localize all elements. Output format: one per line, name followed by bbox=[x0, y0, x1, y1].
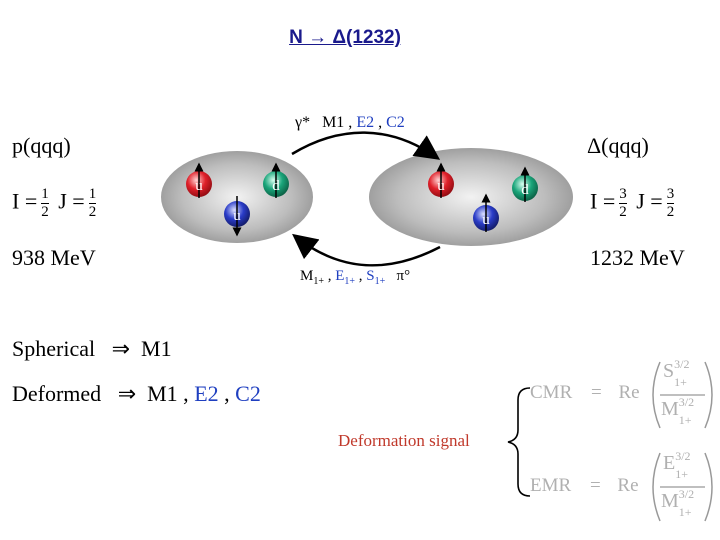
multipole-s1plus: S1+ bbox=[366, 268, 385, 284]
emr-label: EMR bbox=[530, 475, 571, 496]
denominator: 2 bbox=[667, 204, 675, 221]
implies-arrow: ⇒ bbox=[118, 381, 136, 406]
proton-state: p(qqq) bbox=[12, 133, 71, 159]
deformed-label: Deformed bbox=[12, 381, 101, 406]
emr-formula: EMR = Re bbox=[530, 475, 639, 497]
emr-paren-left bbox=[653, 453, 660, 521]
numerator: 3 bbox=[619, 186, 627, 204]
delta-mass: 1232 MeV bbox=[590, 245, 685, 271]
letter: M bbox=[661, 398, 679, 420]
cmr-paren-left bbox=[653, 362, 660, 428]
isospin-label: I = bbox=[590, 189, 615, 214]
quark-label: u bbox=[482, 212, 490, 228]
letter: S bbox=[663, 360, 674, 382]
equals: = bbox=[590, 475, 601, 496]
multipole-m1: M1 , bbox=[322, 114, 352, 131]
excitation-multipoles: γ* M1 , E2 , C2 bbox=[295, 114, 405, 132]
spin-label: J = bbox=[636, 189, 662, 214]
denominator: 2 bbox=[41, 204, 49, 221]
isospin-label: I = bbox=[12, 189, 37, 214]
delta-ellipsoid bbox=[369, 148, 573, 246]
multipole-m1: M1 bbox=[141, 336, 172, 361]
real-part: Re bbox=[618, 382, 639, 403]
numerator: 1 bbox=[41, 186, 49, 204]
cmr-paren-right bbox=[705, 362, 712, 428]
superscript: 3/2 bbox=[679, 487, 694, 502]
quark-label: d bbox=[521, 182, 529, 198]
letter: S bbox=[366, 268, 374, 284]
superscript: 3/2 bbox=[674, 357, 689, 372]
separator: , bbox=[224, 381, 230, 406]
quark-label: d bbox=[272, 178, 280, 194]
subscript: 1+ bbox=[674, 375, 687, 390]
letter: E bbox=[663, 452, 675, 474]
subscript: 1+ bbox=[344, 276, 355, 287]
implies-arrow: ⇒ bbox=[112, 336, 130, 361]
spherical-line: Spherical ⇒ M1 bbox=[12, 336, 172, 362]
multipole-e1plus: E1+ bbox=[335, 268, 355, 284]
numerator: 1 bbox=[89, 186, 97, 204]
pion: π° bbox=[397, 268, 411, 284]
separator: , bbox=[378, 114, 382, 131]
spin-label: J = bbox=[58, 189, 84, 214]
multipole-c2: C2 bbox=[386, 114, 405, 131]
subscript: 1+ bbox=[679, 413, 692, 428]
quark-label: u bbox=[233, 208, 241, 224]
deformation-signal: Deformation signal bbox=[338, 431, 470, 451]
multipole-e2: E2 bbox=[356, 114, 374, 131]
subscript: 1+ bbox=[313, 276, 324, 287]
equals: = bbox=[591, 382, 602, 403]
ratio-brace bbox=[508, 388, 530, 496]
emr-paren-right bbox=[705, 453, 712, 521]
subscript: 1+ bbox=[679, 505, 692, 520]
real-part: Re bbox=[617, 475, 638, 496]
numerator: 3 bbox=[667, 186, 675, 204]
denominator: 2 bbox=[89, 204, 97, 221]
excitation-arrow bbox=[292, 133, 436, 157]
multipole-m1: M1 , bbox=[147, 381, 189, 406]
delta-state: Δ(qqq) bbox=[587, 133, 649, 159]
spherical-label: Spherical bbox=[12, 336, 95, 361]
cmr-formula: CMR = Re bbox=[530, 382, 640, 404]
decay-multipoles: M1+ , E1+ , S1+ π° bbox=[300, 268, 410, 287]
multipole-c2: C2 bbox=[235, 381, 261, 406]
deformed-line: Deformed ⇒ M1 , E2 , C2 bbox=[12, 381, 261, 407]
quark-label: u bbox=[195, 178, 203, 194]
separator: , bbox=[359, 268, 363, 284]
virtual-photon: γ* bbox=[295, 114, 310, 131]
multipole-e2: E2 bbox=[194, 381, 218, 406]
decay-arrow bbox=[296, 237, 440, 265]
subscript: 1+ bbox=[375, 276, 386, 287]
cmr-label: CMR bbox=[530, 382, 572, 403]
letter: M bbox=[661, 490, 679, 512]
multipole-m1plus: M1+ bbox=[300, 268, 324, 284]
letter: M bbox=[300, 268, 313, 284]
superscript: 3/2 bbox=[679, 395, 694, 410]
denominator: 2 bbox=[619, 204, 627, 221]
quark-label: u bbox=[437, 178, 445, 194]
superscript: 3/2 bbox=[675, 449, 690, 464]
separator: , bbox=[328, 268, 332, 284]
proton-mass: 938 MeV bbox=[12, 245, 96, 271]
subscript: 1+ bbox=[675, 467, 688, 482]
